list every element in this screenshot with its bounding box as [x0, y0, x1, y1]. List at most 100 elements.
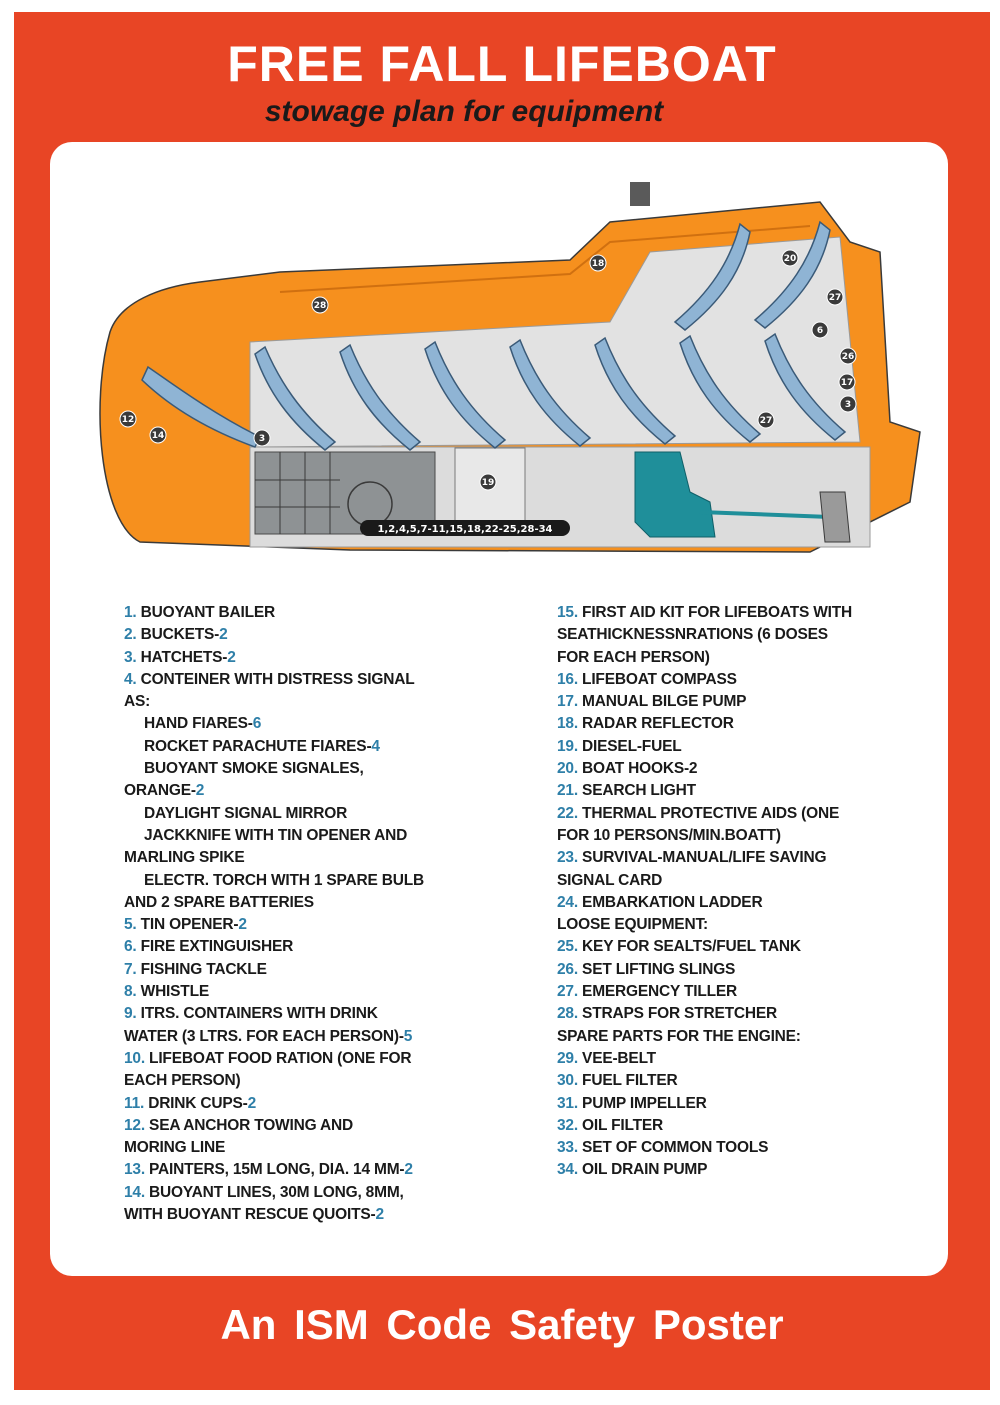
item-text: FIRST AID KIT FOR LIFEBOATS WITH [577, 604, 853, 621]
item-text: SURVIVAL-MANUAL/LIFE SAVING [577, 849, 827, 867]
item-text: BUCKETS- [136, 626, 220, 644]
item-quantity: 2 [195, 782, 205, 800]
item-number: 22. [557, 804, 578, 822]
rudder [819, 491, 851, 543]
item-text: LOOSE EQUIPMENT: [557, 916, 708, 934]
list-item: 31. PUMP IMPELLER [557, 1093, 917, 1115]
storage-grid [255, 452, 340, 534]
svg-text:19: 19 [482, 478, 495, 488]
list-item: ELECTR. TORCH WITH 1 SPARE BULB [124, 870, 484, 892]
list-item: 15. FIRST AID KIT FOR LIFEBOATS WITH [557, 602, 917, 624]
list-item: 20. BOAT HOOKS-2 [557, 758, 917, 780]
list-item: 21. SEARCH LIGHT [557, 780, 917, 802]
svg-text:12: 12 [122, 415, 135, 425]
item-text: TIN OPENER- [136, 916, 239, 934]
list-item: 30. FUEL FILTER [557, 1070, 917, 1092]
item-number: 28. [557, 1005, 578, 1023]
item-text: ITRS. CONTAINERS WITH DRINK [136, 1005, 378, 1023]
svg-text:3: 3 [259, 434, 265, 444]
item-number: 17. [557, 693, 578, 711]
list-item: 7. FISHING TACKLE [124, 959, 484, 981]
item-text: FOR 10 PERSONS/MIN.BOATT) [557, 826, 781, 844]
item-number: 12. [124, 1116, 145, 1134]
item-quantity: 5 [403, 1027, 413, 1045]
item-text: AND 2 SPARE BATTERIES [124, 893, 314, 911]
item-text: FUEL FILTER [577, 1072, 678, 1090]
item-number: 8. [124, 983, 137, 1001]
engine-block [634, 451, 716, 538]
item-text: FIRE EXTINGUISHER [136, 938, 294, 956]
item-text: BOAT HOOKS-2 [577, 760, 698, 778]
list-item: LOOSE EQUIPMENT: [557, 914, 917, 936]
item-text: BUOYANT BAILER [136, 604, 276, 621]
list-item: 3. HATCHETS-2 [124, 647, 484, 669]
item-number: 5. [124, 916, 137, 934]
list-item: 19. DIESEL-FUEL [557, 736, 917, 758]
item-text: STRAPS FOR STRETCHER [577, 1005, 777, 1023]
item-number: 2. [124, 626, 137, 644]
item-number: 1. [124, 604, 137, 621]
list-item: 4. CONTEINER WITH DISTRESS SIGNAL [124, 669, 484, 691]
item-number: 33. [557, 1139, 578, 1157]
list-item: BUOYANT SMOKE SIGNALES, [124, 758, 484, 780]
propeller-shaft [699, 510, 831, 519]
item-quantity: 2 [227, 648, 236, 666]
item-text: DRINK CUPS- [144, 1094, 248, 1112]
item-text: PUMP IMPELLER [577, 1094, 707, 1112]
item-quantity: 6 [252, 715, 262, 733]
item-number: 14. [124, 1183, 145, 1201]
item-text: CONTEINER WITH DISTRESS SIGNAL [136, 670, 415, 688]
list-item: 33. SET OF COMMON TOOLS [557, 1137, 917, 1159]
svg-text:17: 17 [841, 378, 854, 388]
item-text: OIL DRAIN PUMP [577, 1161, 708, 1179]
item-text: ELECTR. TORCH WITH 1 SPARE BULB [144, 871, 424, 889]
svg-text:28: 28 [314, 301, 327, 311]
svg-text:26: 26 [842, 352, 855, 362]
item-text: WATER (3 LTRS. FOR EACH PERSON)- [124, 1027, 404, 1045]
item-quantity: 2 [238, 916, 247, 934]
list-item: FOR 10 PERSONS/MIN.BOATT) [557, 825, 917, 847]
item-text: FISHING TACKLE [136, 960, 267, 978]
item-number: 10. [124, 1049, 145, 1067]
list-item: WITH BUOYANT RESCUE QUOITS-2 [124, 1204, 484, 1226]
label-bar-text: 1,2,4,5,7-11,15,18,22-25,28-34 [377, 524, 552, 535]
list-item: 9. ITRS. CONTAINERS WITH DRINK [124, 1003, 484, 1025]
item-number: 34. [557, 1161, 578, 1179]
item-number: 32. [557, 1116, 578, 1134]
poster-title: FREE FALL LIFEBOAT [227, 36, 777, 92]
list-item: 34. OIL DRAIN PUMP [557, 1159, 917, 1181]
item-quantity: 2 [404, 1161, 413, 1179]
poster-background: FREE FALL LIFEBOAT stowage plan for equi… [14, 12, 990, 1390]
item-text: ROCKET PARACHUTE FIARES- [144, 737, 372, 755]
item-text: SEARCH LIGHT [577, 782, 696, 800]
item-text: MANUAL BILGE PUMP [577, 693, 747, 711]
list-item: MARLING SPIKE [124, 847, 484, 869]
vent-stack [630, 182, 650, 206]
item-number: 15. [557, 604, 578, 621]
list-item: 8. WHISTLE [124, 981, 484, 1003]
list-item: SEATHICKNESSNRATIONS (6 DOSES [557, 624, 917, 646]
item-number: 11. [124, 1094, 145, 1112]
item-number: 3. [124, 648, 137, 666]
list-item: AND 2 SPARE BATTERIES [124, 892, 484, 914]
list-item: 17. MANUAL BILGE PUMP [557, 691, 917, 713]
list-item: 24. EMBARKATION LADDER [557, 892, 917, 914]
item-number: 26. [557, 960, 578, 978]
list-item: HAND FIARES-6 [124, 713, 484, 735]
list-item: 6. FIRE EXTINGUISHER [124, 936, 484, 958]
item-number: 7. [124, 960, 137, 978]
item-number: 19. [557, 737, 578, 755]
list-item: ROCKET PARACHUTE FIARES-4 [124, 736, 484, 758]
item-text: MORING LINE [124, 1139, 226, 1157]
list-item: DAYLIGHT SIGNAL MIRROR [124, 803, 484, 825]
item-text: SET OF COMMON TOOLS [577, 1139, 769, 1157]
svg-text:6: 6 [817, 326, 823, 336]
svg-text:18: 18 [592, 259, 605, 269]
item-quantity: 2 [375, 1206, 385, 1224]
list-item: 29. VEE-BELT [557, 1048, 917, 1070]
list-item: FOR EACH PERSON) [557, 647, 917, 669]
list-item: 14. BUOYANT LINES, 30M LONG, 8MM, [124, 1182, 484, 1204]
item-number: 30. [557, 1072, 578, 1090]
list-item: 22. THERMAL PROTECTIVE AIDS (ONE [557, 803, 917, 825]
